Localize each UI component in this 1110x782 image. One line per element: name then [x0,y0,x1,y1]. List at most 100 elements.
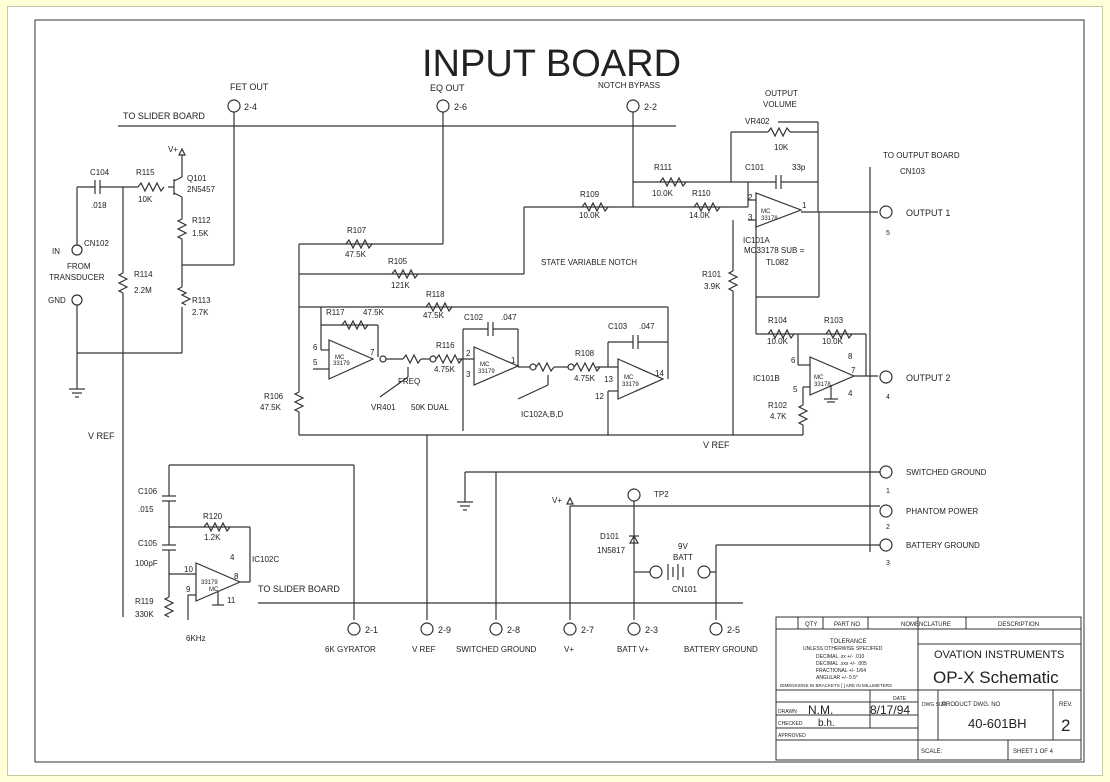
r101-label: R101 [702,270,722,279]
r102-value: 4.7K [770,412,787,421]
tb-date: 8/17/94 [870,703,910,717]
ic102-2-pin1: 1 [511,356,516,365]
r102-resistor [797,404,809,426]
tb-product-dwg-no: PRODUCT DWG. NO [942,702,1001,708]
c105-value: 100pF [135,559,158,568]
r115-value: 10K [138,195,153,204]
label-vr401: VR401 [371,403,396,412]
r113-value: 2.7K [192,308,209,317]
label-switched-ground-right: SWITCHED GROUND [906,468,987,477]
label-vplus-top: V+ [168,145,178,154]
connector-2-4 [227,99,241,113]
ic101b-pin5: 5 [793,385,798,394]
ic102c-part: 33179 [201,580,218,586]
r120-label: R120 [203,512,223,521]
ic101b-part: 33178 [814,382,831,388]
ic102-1-mc: MC [335,355,345,361]
r119-resistor [163,596,175,618]
tb-drawn-label: DRAWN [778,709,797,715]
ic102-3-mc: MC [624,375,634,381]
connector-phantom-power [879,504,893,518]
tb-approved-label: APPROVED [778,733,806,739]
batt-value: BATT [673,553,693,562]
label-volume: VOLUME [763,100,797,109]
ic102-2-pin3: 3 [466,370,471,379]
label-phantom-power: PHANTOM POWER [906,507,979,516]
r108-resistor [573,361,601,373]
tb-checked-by: b.h. [818,718,835,729]
r108-label: R108 [575,349,595,358]
ic102-3-part: 33179 [622,382,639,388]
ic101a-mc: MC [761,209,771,215]
pin-switched-ground: 1 [886,488,890,495]
ic102c-pin4: 4 [230,553,235,562]
tb-tol-row: DECIMAL .xxx +/- .005 [816,661,867,667]
label-tp2: TP2 [654,490,669,499]
ic101a-pin1: 1 [802,201,807,210]
tb-dimensions: DIMENSIONS IN BRACKETS [ ] ARE IN MILLIM… [780,683,892,688]
label-from: FROM [67,262,91,271]
ic102-opamp-1 [328,339,375,380]
r118-resistor [425,301,453,313]
label-vref-left: V REF [88,431,115,441]
tb-scale: SCALE: [921,749,943,755]
r101-resistor [727,270,739,292]
label-ic102c: IC102C [252,555,279,564]
ic101b-pin8: 8 [848,352,853,361]
r119-value: 330K [135,610,154,619]
pin-2-3: 2-3 [645,625,658,635]
r109-label: R109 [580,190,600,199]
r118-value: 47.5K [423,311,445,320]
tb-company: OVATION INSTRUMENTS [934,649,1064,661]
r110-value: 14.0K [689,211,711,220]
ic102-1-pin7: 7 [370,348,375,357]
ic101a-pin2: 2 [748,193,753,202]
ic102c-pin10: 10 [184,565,193,574]
label-cn103: CN103 [900,167,925,176]
d101-value: 1N5817 [597,546,626,555]
r120-value: 1.2K [204,533,221,542]
label-output-2: OUTPUT 2 [906,373,950,383]
connector-2-9 [420,622,434,636]
r106-value: 47.5K [260,403,282,412]
r108-value: 4.75K [574,374,596,383]
pin-output-1: 5 [886,230,890,237]
label-ic102abd: IC102A,B,D [521,410,563,419]
connector-2-6 [436,99,450,113]
r111-resistor [659,176,687,188]
label-ic101a: IC101A [743,236,770,245]
pin-2-6: 2-6 [454,102,467,112]
r109-value: 10.0K [579,211,601,220]
q101-value: 2N5457 [187,185,216,194]
ic102c-pin11: 11 [227,596,236,605]
r114-label: R114 [134,270,153,279]
tb-nomenclature: NOMENCLATURE [901,622,951,628]
pin-2-4: 2-4 [244,102,257,112]
label-output-1: OUTPUT 1 [906,208,950,218]
r111-value: 10.0K [652,189,674,198]
label-to-slider-board-top: TO SLIDER BOARD [123,111,205,121]
tb-checked-label: CHECKED [778,721,803,727]
r107-value: 47.5K [345,250,367,259]
r109-resistor [581,201,609,213]
r112-value: 1.5K [192,229,209,238]
c105-label: C105 [138,539,158,548]
page-title: INPUT BOARD [422,43,681,85]
label-vref-right: V REF [703,440,730,450]
schematic-sheet: INPUT BOARD FET OUT EQ OUT NOTCH BYPASS … [7,6,1103,776]
label-vplus-mid: V+ [552,496,562,505]
tb-qty: QTY [805,622,817,628]
r103-label: R103 [824,316,844,325]
d101-label: D101 [600,532,620,541]
r106-label: R106 [264,392,284,401]
ic102-2-part: 33179 [478,369,495,375]
r114-value: 2.2M [134,286,152,295]
r107-label: R107 [347,226,367,235]
ic101b-mc: MC [814,375,824,381]
r113-label: R113 [192,296,211,305]
pin-2-5: 2-5 [727,625,740,635]
connector-switched-ground [879,465,893,479]
ic102-1-pin5: 5 [313,358,318,367]
c103-label: C103 [608,322,628,331]
ic102-3-pin12: 12 [595,392,604,401]
